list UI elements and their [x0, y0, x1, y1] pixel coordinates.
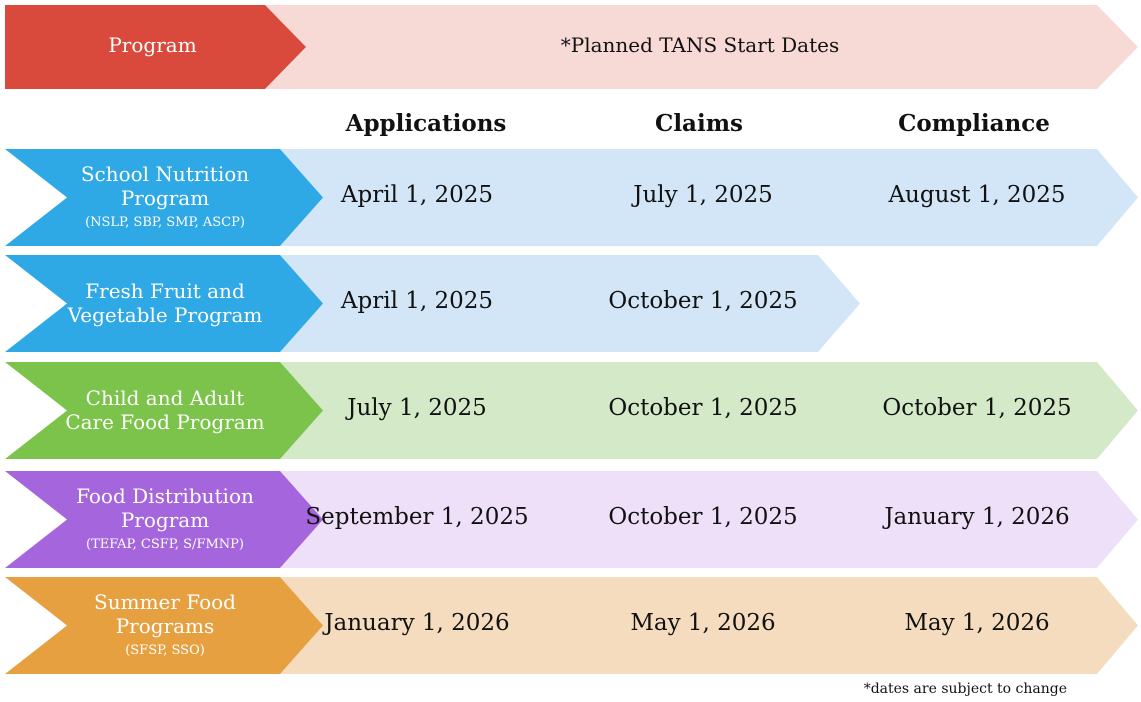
- program-subtitle: (TEFAP, CSFP, S/FMNP): [86, 536, 244, 552]
- program-chevron-3: [5, 471, 323, 568]
- start-date: July 1, 2025: [633, 181, 773, 208]
- start-date: August 1, 2025: [888, 181, 1066, 208]
- start-date: September 1, 2025: [305, 503, 529, 530]
- date-chevron-3-1: [541, 471, 860, 568]
- start-date: October 1, 2025: [608, 503, 798, 530]
- program-name-line: Child and Adult: [85, 385, 245, 410]
- start-date: October 1, 2025: [608, 287, 798, 314]
- start-date: May 1, 2026: [904, 609, 1050, 636]
- date-chevron-0-0: [265, 149, 597, 246]
- header-title-banner: [265, 5, 1138, 89]
- date-chevron-3-0: [265, 471, 597, 568]
- program-name-line: School Nutrition: [80, 161, 250, 186]
- footnote: *dates are subject to change: [863, 681, 1067, 697]
- program-name-line: Vegetable Program: [67, 302, 263, 327]
- column-header-claims: Claims: [655, 110, 743, 137]
- program-subtitle: (NSLP, SBP, SMP, ASCP): [85, 214, 245, 230]
- program-chevron-2: [5, 362, 323, 459]
- start-date: July 1, 2025: [347, 394, 487, 421]
- program-name-line: Fresh Fruit and: [85, 278, 245, 303]
- start-date: October 1, 2025: [608, 394, 798, 421]
- header-title: *Planned TANS Start Dates: [560, 33, 840, 57]
- start-date: January 1, 2026: [884, 503, 1070, 530]
- program-name-line: Programs: [115, 613, 215, 638]
- column-header-applications: Applications: [345, 110, 507, 137]
- program-name-line: Food Distribution: [76, 483, 254, 508]
- header-program-label: Program: [108, 33, 197, 57]
- start-date: April 1, 2025: [340, 287, 494, 314]
- program-name-line: Program: [120, 507, 210, 532]
- program-subtitle: (SFSP, SSO): [125, 642, 205, 658]
- start-date: October 1, 2025: [882, 394, 1072, 421]
- date-chevron-4-1: [541, 577, 860, 674]
- date-chevron-1-0: [265, 255, 597, 352]
- column-header-compliance: Compliance: [898, 110, 1050, 137]
- program-name-line: Summer Food: [94, 589, 236, 614]
- program-chevron-1: [5, 255, 323, 352]
- date-chevron-2-1: [541, 362, 860, 459]
- date-chevron-2-2: [809, 362, 1138, 459]
- date-chevron-0-1: [541, 149, 860, 246]
- program-name-line: Program: [120, 185, 210, 210]
- program-chevron-0: [5, 149, 323, 246]
- date-chevron-1-1: [541, 255, 860, 352]
- header-program-banner: [5, 5, 306, 89]
- date-chevron-0-2: [809, 149, 1138, 246]
- program-name-line: Care Food Program: [65, 409, 265, 434]
- start-date: May 1, 2026: [630, 609, 776, 636]
- start-date: January 1, 2026: [324, 609, 510, 636]
- date-chevron-3-2: [809, 471, 1138, 568]
- start-date: April 1, 2025: [340, 181, 494, 208]
- program-chevron-4: [5, 577, 323, 674]
- date-chevron-4-0: [265, 577, 597, 674]
- date-chevron-4-2: [809, 577, 1138, 674]
- date-chevron-2-0: [265, 362, 597, 459]
